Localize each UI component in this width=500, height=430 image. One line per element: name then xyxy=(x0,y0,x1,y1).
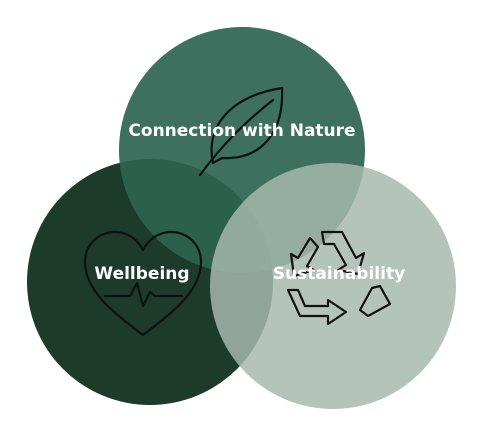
recycle-icon xyxy=(286,230,392,326)
wellbeing-label: Wellbeing xyxy=(94,264,189,284)
heartbeat-icon xyxy=(83,230,203,337)
sustainability-label: Sustainability xyxy=(273,264,405,284)
nature-label: Connection with Nature xyxy=(128,121,355,141)
sustainability-circle xyxy=(210,163,456,409)
leaf-icon xyxy=(198,86,284,177)
